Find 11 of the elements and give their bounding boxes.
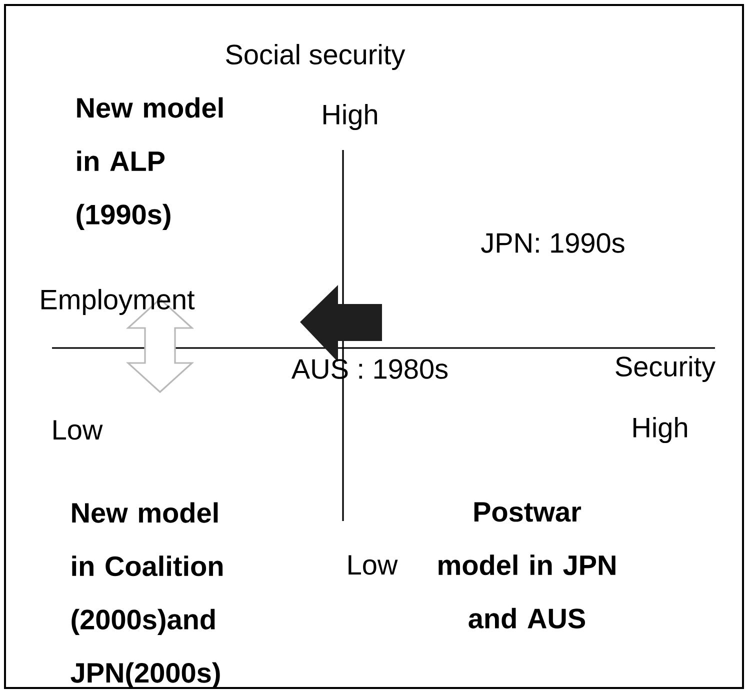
axis-label: Low — [54, 420, 103, 440]
quadrant-label: New model in Coalition (2000s)and JPN(2000s) — [70, 502, 223, 688]
quadrant-label: Postwar model in JPN and AUS — [438, 502, 616, 628]
axis-label: High — [324, 104, 377, 130]
quadrant-label: New model in ALP (1990s) — [76, 97, 223, 230]
axis-label: High — [634, 416, 687, 444]
axis-title: Employment — [42, 288, 195, 316]
point-label: JPN: 1990s — [481, 233, 624, 253]
axis-title: Social security — [226, 44, 406, 70]
axis-label: Low — [348, 555, 398, 575]
axis-title: Security — [616, 356, 716, 382]
